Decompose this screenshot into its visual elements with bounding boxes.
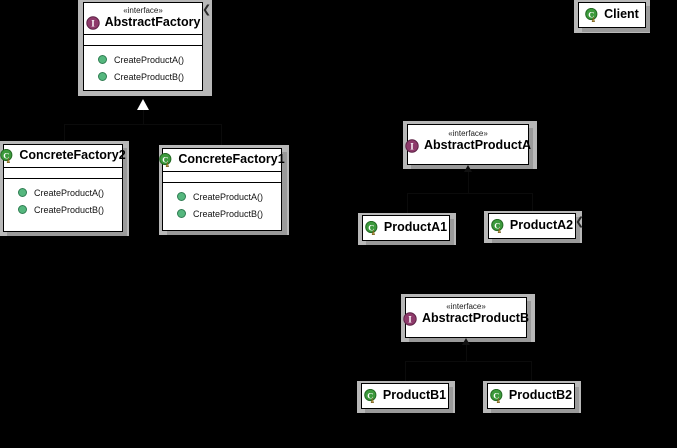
connector-segment [407,193,408,216]
class-box-abstract-factory[interactable]: «interface» I AbstractFactory CreateProd… [83,2,203,91]
connector-segment [407,193,532,194]
operation-label: CreateProductA() [114,54,185,65]
svg-text:I: I [410,141,414,151]
connector-segment [405,361,406,383]
class-box-abstract-product-a[interactable]: «interface» I AbstractProductA [405,124,531,165]
class-icon: C [491,218,505,233]
svg-text:C: C [493,390,499,400]
interface-icon: I [405,138,419,153]
connector-segment [532,193,533,216]
svg-text:I: I [408,314,412,324]
class-box-concrete-factory-2[interactable]: C ConcreteFactory2 CreateProductA() Crea… [0,144,126,232]
stereotype-label: «interface» [446,302,486,311]
class-icon: C [0,148,14,163]
class-name-label: ProductA1 [383,220,448,234]
svg-text:C: C [163,154,169,164]
class-icon: C [159,152,173,167]
name-compartment: «interface» I AbstractFactory [84,3,202,34]
class-name-label: ProductA2 [509,218,574,232]
attributes-compartment [84,34,202,45]
class-icon: C [490,388,504,403]
name-compartment: C ProductB2 [488,384,574,407]
class-name-label: ProductB1 [382,388,447,402]
resize-chevron-icon[interactable]: ❮ [202,3,212,16]
class-name-label: ConcreteFactory2 [19,148,126,162]
class-icon: C [585,7,599,22]
name-compartment: C ProductB1 [362,384,448,407]
class-box-product-a1[interactable]: C ProductA1 [362,215,450,241]
class-name-label: ConcreteFactory1 [178,152,285,166]
class-name-label: ProductB2 [508,388,573,402]
class-name-label: Client [604,7,639,21]
public-visibility-icon [18,205,27,214]
svg-text:C: C [588,9,594,19]
class-box-abstract-product-b[interactable]: «interface» I AbstractProductB [403,297,529,338]
operation-row[interactable]: CreateProductB() [8,201,118,218]
operation-row[interactable]: CreateProductB() [167,205,277,222]
public-visibility-icon [177,192,186,201]
stereotype-label: «interface» [448,129,488,138]
operation-row[interactable]: CreateProductB() [88,68,198,85]
connector-segment [531,361,532,383]
connector-segment [468,172,469,193]
name-compartment: C ConcreteFactory1 [159,149,285,171]
connector-segment [143,110,144,124]
operation-row[interactable]: CreateProductA() [88,51,198,68]
class-box-product-b2[interactable]: C ProductB2 [487,383,575,409]
attributes-compartment [163,171,281,182]
svg-text:I: I [91,18,95,28]
class-box-product-b1[interactable]: C ProductB1 [361,383,449,409]
generalization-arrowhead [462,338,470,345]
name-compartment: «interface» I AbstractProductB [403,298,529,330]
class-name-label: AbstractProductB [422,311,529,325]
svg-text:C: C [494,220,500,230]
svg-text:C: C [368,222,374,232]
class-box-concrete-factory-1[interactable]: C ConcreteFactory1 CreateProductA() Crea… [159,148,285,231]
public-visibility-icon [98,72,107,81]
name-compartment: C ProductA2 [489,214,575,237]
svg-text:C: C [4,150,10,160]
public-visibility-icon [18,188,27,197]
class-name-label: AbstractFactory [104,15,201,29]
generalization-arrowhead [137,99,149,110]
operations-compartment: CreateProductA() CreateProductB() [4,178,122,222]
operation-label: CreateProductA() [34,187,105,198]
operation-label: CreateProductB() [193,208,264,219]
operation-label: CreateProductB() [114,71,185,82]
interface-icon: I [85,15,100,30]
name-compartment: C ProductA1 [363,216,449,239]
operation-label: CreateProductA() [193,191,264,202]
class-name-label: AbstractProductA [424,138,531,152]
class-box-client[interactable]: C Client [578,2,646,28]
connector-segment [64,124,221,125]
connector-segment [64,124,65,141]
operation-row[interactable]: CreateProductA() [167,188,277,205]
generalization-arrowhead [464,165,472,172]
class-icon: C [364,388,378,403]
connector-segment [405,361,531,362]
public-visibility-icon [98,55,107,64]
interface-icon: I [403,311,417,326]
operations-compartment: CreateProductA() CreateProductB() [84,45,202,89]
connector-segment [221,124,222,145]
public-visibility-icon [177,209,186,218]
operation-label: CreateProductB() [34,204,105,215]
stereotype-label: «interface» [123,6,163,15]
attributes-compartment [4,167,122,178]
name-compartment: C ConcreteFactory2 [0,145,126,167]
operations-compartment: CreateProductA() CreateProductB() [163,182,281,226]
resize-chevron-icon[interactable]: ❮ [575,215,585,228]
svg-text:C: C [367,390,373,400]
name-compartment: «interface» I AbstractProductA [405,125,531,157]
connector-segment [466,345,467,361]
class-box-product-a2[interactable]: C ProductA2 [488,213,576,239]
operation-row[interactable]: CreateProductA() [8,184,118,201]
class-icon: C [365,220,379,235]
name-compartment: C Client [579,3,645,26]
